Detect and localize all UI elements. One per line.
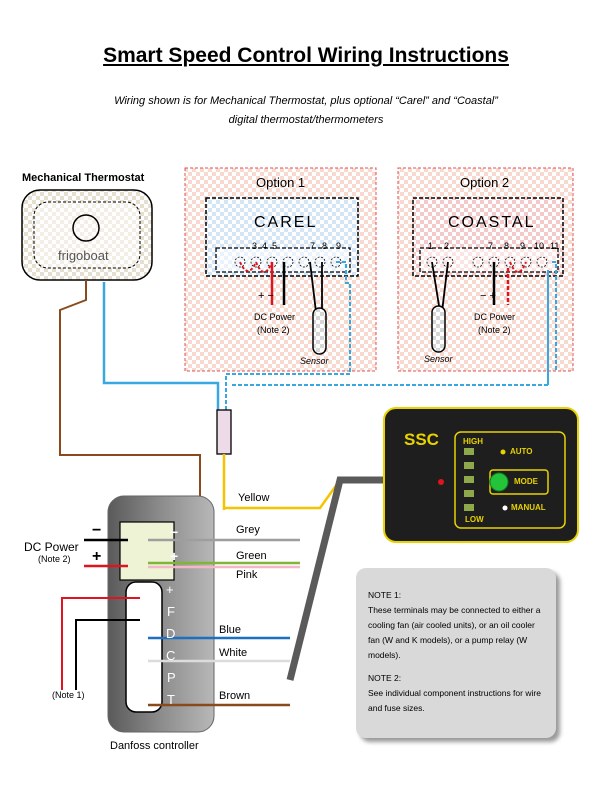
note2-text: See individual component instructions fo…: [368, 688, 541, 713]
carel-terminal-3: 3: [252, 241, 258, 251]
thermostat-label: Mechanical Thermostat: [22, 172, 145, 184]
inline-connector: [216, 409, 232, 455]
pink-wire-label: Pink: [236, 569, 258, 581]
subtitle-line-1: Wiring shown is for Mechanical Thermosta…: [114, 95, 498, 107]
carel-terminal-7: 7: [310, 241, 316, 251]
carel-sensor-wire: [309, 261, 323, 313]
terminal-plus: +: [166, 582, 174, 597]
ssc-auto-led: [500, 449, 506, 455]
carel-sensor: [312, 307, 327, 355]
carel-power-note: (Note 2): [257, 325, 290, 335]
coastal-power-label: DC Power: [474, 312, 516, 322]
option2-label: Option 2: [460, 175, 510, 190]
page-title: Smart Speed Control Wiring Instructions: [103, 44, 509, 67]
brown-wire-label: Brown: [219, 690, 251, 702]
terminal-t: T: [167, 692, 175, 707]
controller-terminal-strip: [125, 581, 163, 713]
carel-polarity: + −: [258, 290, 274, 302]
option1-label: Option 1: [256, 175, 306, 190]
yellow-wire-label: Yellow: [238, 492, 270, 504]
note2-title: NOTE 2:: [368, 673, 402, 683]
controller-minus: −: [170, 524, 179, 540]
ssc-logo: SSC: [404, 430, 439, 449]
dc-power-label: DC Power: [24, 540, 79, 554]
ssc-mode-label: MODE: [514, 477, 538, 486]
blue-wire-label: Blue: [219, 624, 242, 636]
thermostat-face: [33, 201, 141, 269]
dc-power-note: (Note 2): [38, 554, 71, 564]
grey-wire-label: Grey: [236, 524, 260, 536]
ssc-manual-led: [502, 505, 508, 511]
note1-text: These terminals may be connected to eith…: [368, 605, 541, 660]
carel-terminal-4: 4: [262, 241, 268, 251]
ssc-mode-button[interactable]: [489, 472, 509, 492]
controller-top-block: [119, 521, 175, 581]
controller-label: Danfoss controller: [110, 740, 199, 752]
carel-terminal-5: 5: [272, 241, 278, 251]
carel-blue-wire: [225, 261, 351, 410]
controller-plus: +: [170, 548, 179, 564]
ssc-low-label: LOW: [465, 515, 484, 524]
thermostat-brand: frigoboat: [58, 248, 109, 263]
ssc-inner-frame: [454, 431, 566, 529]
ssc-panel: [383, 407, 579, 543]
carel-terminal-8: 8: [322, 241, 328, 251]
note1-black-wire: [75, 619, 140, 690]
note1-title: NOTE 1:: [368, 590, 402, 600]
terminal-p: P: [167, 670, 176, 685]
coastal-blue-wire: [230, 261, 557, 386]
note1-red-wire: [61, 597, 140, 690]
coastal-terminal-1: 1: [428, 241, 434, 251]
carel-sensor-label: Sensor: [300, 356, 329, 366]
coastal-terminal-11: 11: [550, 241, 560, 251]
green-wire-label: Green: [236, 550, 267, 562]
ssc-red-led: [438, 479, 444, 485]
subtitle: Wiring shown is for Mechanical Thermosta…: [0, 92, 612, 130]
notes-box: [356, 568, 556, 738]
carel-terminals: [234, 256, 342, 268]
ssc-manual-label: MANUAL: [511, 503, 546, 512]
grey-cable: [286, 476, 392, 681]
coastal-brand: COASTAL: [448, 214, 536, 231]
note1-ref: (Note 1): [52, 690, 85, 700]
terminal-f: F: [167, 604, 175, 619]
carel-terminal-9: 9: [336, 241, 342, 251]
coastal-terminal-2: 2: [444, 241, 450, 251]
coastal-terminal-10: 10: [534, 241, 545, 251]
subtitle-line-2: digital thermostat/thermometers: [228, 114, 384, 126]
carel-brand: CAREL: [254, 214, 318, 231]
ssc-speed-leds: [464, 448, 474, 511]
dc-plus-symbol: +: [92, 548, 102, 565]
coastal-sensor: [431, 305, 446, 353]
carel-jumper-wire-2: [239, 261, 257, 272]
coastal-terminal-9: 9: [520, 241, 526, 251]
white-wire-label: White: [219, 647, 248, 659]
coastal-terminal-8: 8: [504, 241, 510, 251]
terminal-d: D: [166, 626, 176, 641]
carel-power-label: DC Power: [254, 312, 296, 322]
ssc-auto-label: AUTO: [510, 447, 533, 456]
thermostat-knob: [72, 214, 100, 242]
ssc-high-label: HIGH: [463, 437, 483, 446]
dc-minus-symbol: −: [92, 522, 102, 539]
coastal-terminal-strip: [419, 247, 559, 273]
coastal-sensor-label: Sensor: [424, 354, 453, 364]
coastal-sensor-wire: [431, 261, 449, 313]
thermostat-blue-wire: [102, 282, 220, 410]
terminal-c: C: [166, 648, 176, 663]
coastal-terminal-7: 7: [488, 241, 494, 251]
coastal-polarity: − +: [480, 290, 496, 302]
coastal-power-note: (Note 2): [478, 325, 511, 335]
